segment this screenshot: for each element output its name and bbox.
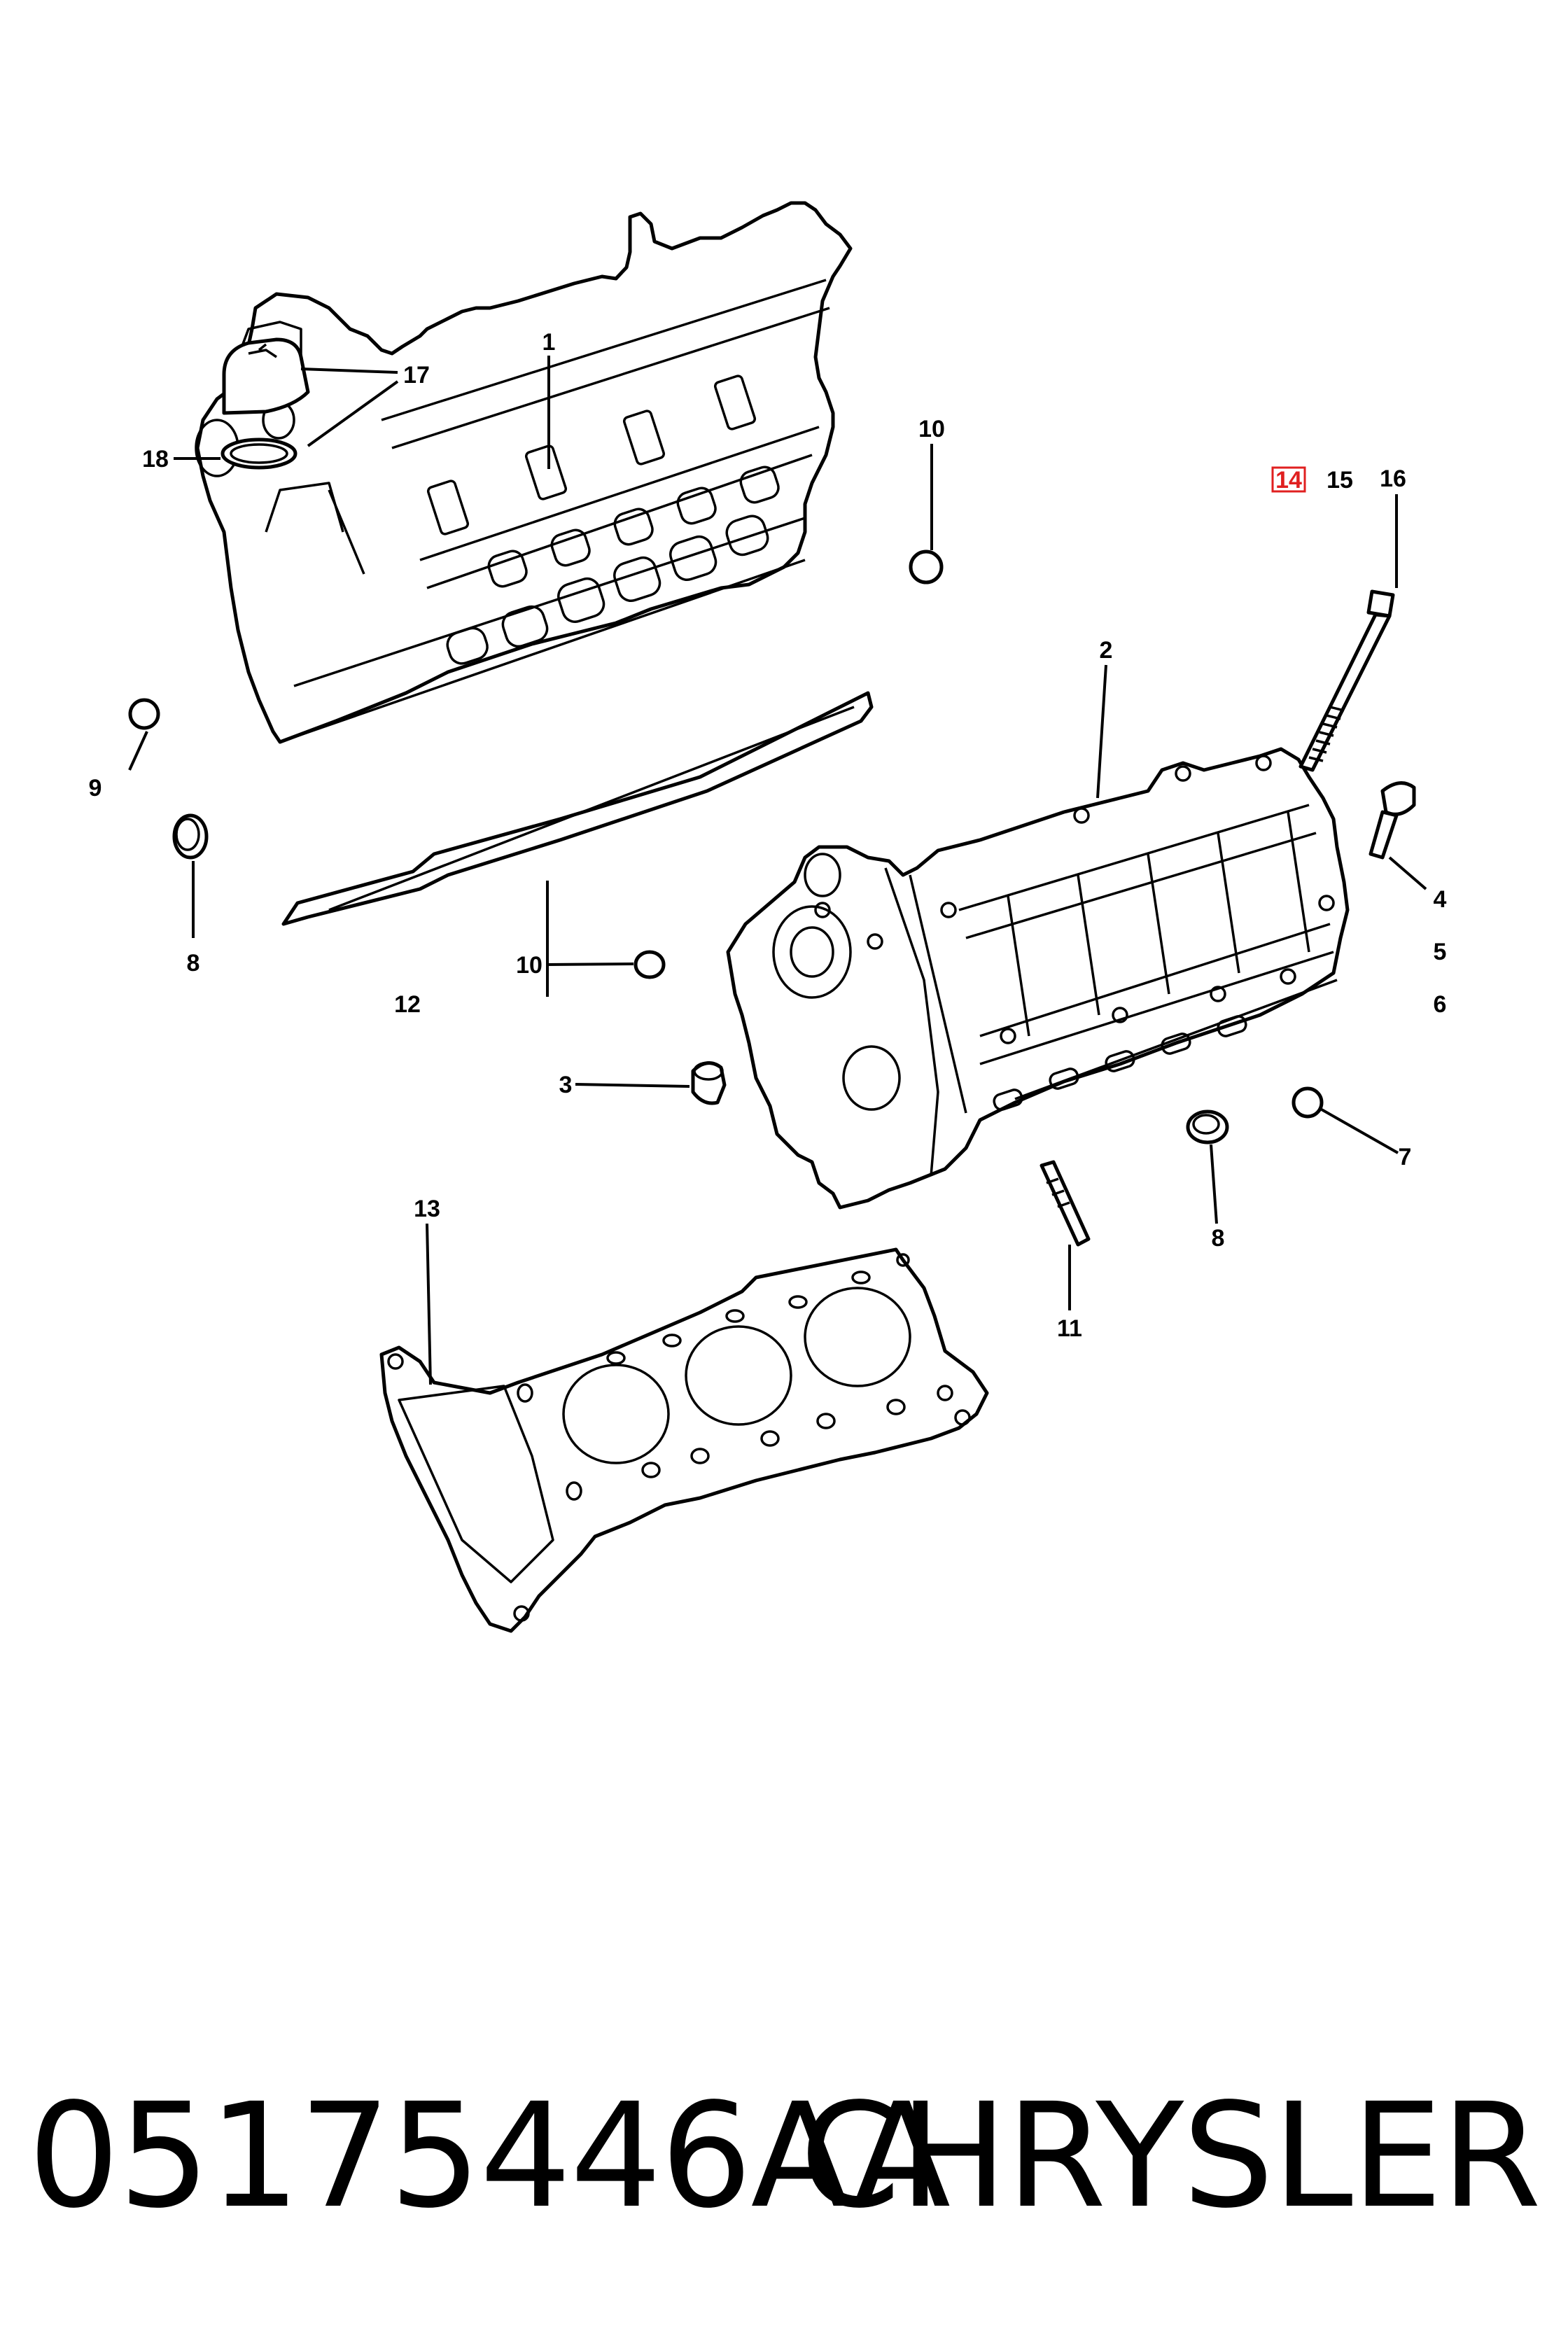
plug-10-middle	[634, 950, 666, 979]
callout-5: 5	[1434, 939, 1447, 965]
callout-18: 18	[142, 446, 169, 472]
cylinder-head-left	[195, 201, 853, 744]
dowel-3	[691, 1061, 727, 1105]
callout-6: 6	[1434, 991, 1447, 1018]
seal-ring-18	[220, 438, 298, 470]
head-bolt-16	[1298, 589, 1395, 772]
plug-9	[128, 698, 160, 730]
callout-10-middle: 10	[516, 952, 542, 979]
callout-4: 4	[1434, 886, 1447, 913]
callout-13: 13	[414, 1196, 440, 1222]
callout-1: 1	[542, 329, 556, 356]
cap-17	[222, 337, 310, 415]
brand-name: CHRYSLER	[799, 2072, 1541, 2240]
callout-8-left: 8	[187, 950, 200, 976]
callout-labels: 1 17 18 10 14 15 16 2 9 8 12 10 3 4 5 6 …	[89, 329, 1447, 1342]
cylinder-head-right	[726, 747, 1350, 1210]
stud-11	[1040, 1160, 1091, 1247]
callout-2: 2	[1100, 637, 1113, 664]
highlight-box-14	[1271, 466, 1306, 493]
callout-12: 12	[394, 991, 421, 1018]
head-gasket-right-13	[379, 1247, 989, 1633]
callout-16: 16	[1380, 465, 1406, 492]
callout-9: 9	[89, 775, 102, 802]
parts-diagram: 1 17 18 10 14 15 16 2 9 8 12 10 3 4 5 6 …	[89, 201, 1447, 1633]
callout-11: 11	[1057, 1315, 1082, 1342]
callout-10-top: 10	[918, 416, 945, 442]
callout-15: 15	[1326, 467, 1353, 493]
plug-10-top	[909, 550, 944, 584]
callout-8-right: 8	[1212, 1225, 1225, 1252]
callout-14: 14	[1275, 467, 1302, 493]
part-number: 05175446AA	[28, 2072, 951, 2240]
plug-7	[1292, 1086, 1324, 1119]
footer: 05175446AA CHRYSLER	[0, 2051, 1568, 2261]
cup-plug-8-left	[172, 813, 209, 860]
callout-3: 3	[559, 1072, 573, 1098]
leader-lines	[128, 356, 1427, 1385]
cup-plug-8-right	[1186, 1110, 1229, 1144]
callout-17: 17	[403, 362, 430, 388]
bolt-4	[1368, 781, 1416, 860]
head-gasket-left-12	[281, 691, 874, 926]
callout-7: 7	[1399, 1144, 1412, 1170]
